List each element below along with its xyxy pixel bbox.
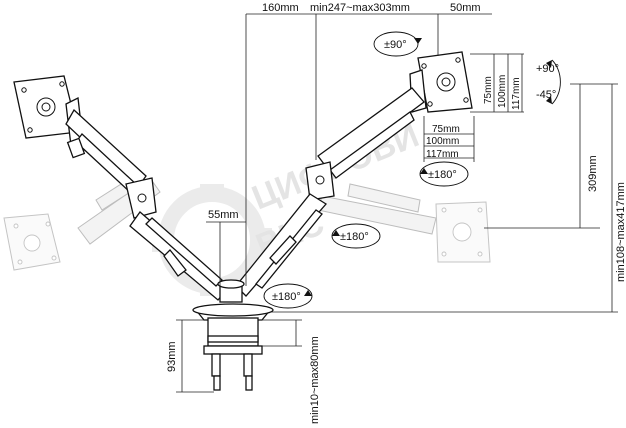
vesa-117-vertical-label: 117mm bbox=[511, 77, 522, 110]
rotate-90-label: ±90° bbox=[384, 39, 407, 51]
ghost-right-vesa-plate bbox=[435, 201, 491, 263]
swivel-mid-label: ±180° bbox=[340, 231, 369, 243]
vesa-75-horizontal-label: 75mm bbox=[432, 124, 460, 135]
tilt-offset-label: 50mm bbox=[450, 2, 481, 14]
swivel-base-label: ±180° bbox=[272, 291, 301, 303]
right-arm bbox=[235, 51, 473, 297]
rotation-arrow-icon bbox=[331, 223, 381, 249]
extension-label: min247~max303mm bbox=[310, 2, 410, 14]
tilt-up-label: +90° bbox=[536, 63, 559, 75]
rotation-indicators bbox=[263, 31, 561, 309]
arm-reach-label: 160mm bbox=[262, 2, 299, 14]
dimension-lines bbox=[176, 13, 618, 393]
right-vesa-plate bbox=[417, 51, 473, 113]
clamp-range-label: min10~max80mm bbox=[309, 336, 321, 424]
ghost-left-vesa-plate bbox=[3, 213, 61, 271]
height-309-label: 309mm bbox=[587, 155, 599, 192]
ghost-right-arm bbox=[317, 183, 491, 263]
swivel-head-label: ±180° bbox=[428, 169, 457, 181]
left-arm bbox=[13, 75, 229, 301]
tilt-down-label: -45° bbox=[536, 89, 556, 101]
rotation-arrow-icon bbox=[263, 283, 313, 309]
rotation-arrow-icon bbox=[373, 31, 422, 57]
rotation-labels: ±90° +90° -45° ±180° ±180° ±180° bbox=[272, 39, 559, 303]
rotation-arrow-icon bbox=[546, 59, 561, 105]
mount-base bbox=[192, 279, 274, 391]
vesa-100-horizontal-label: 100mm bbox=[426, 136, 459, 147]
dimension-labels: 160mm min247~max303mm 50mm 75mm 100mm 11… bbox=[166, 2, 626, 424]
desk-clamp bbox=[203, 317, 263, 391]
base-height-label: 93mm bbox=[166, 341, 178, 372]
column-offset-label: 55mm bbox=[208, 209, 239, 221]
vesa-100-vertical-label: 100mm bbox=[497, 75, 508, 108]
height-range-label: min108~max417mm bbox=[615, 182, 626, 282]
vesa-75-vertical-label: 75mm bbox=[483, 76, 494, 104]
rotation-arrow-icon bbox=[419, 161, 469, 187]
vesa-117-horizontal-label: 117mm bbox=[426, 149, 459, 160]
